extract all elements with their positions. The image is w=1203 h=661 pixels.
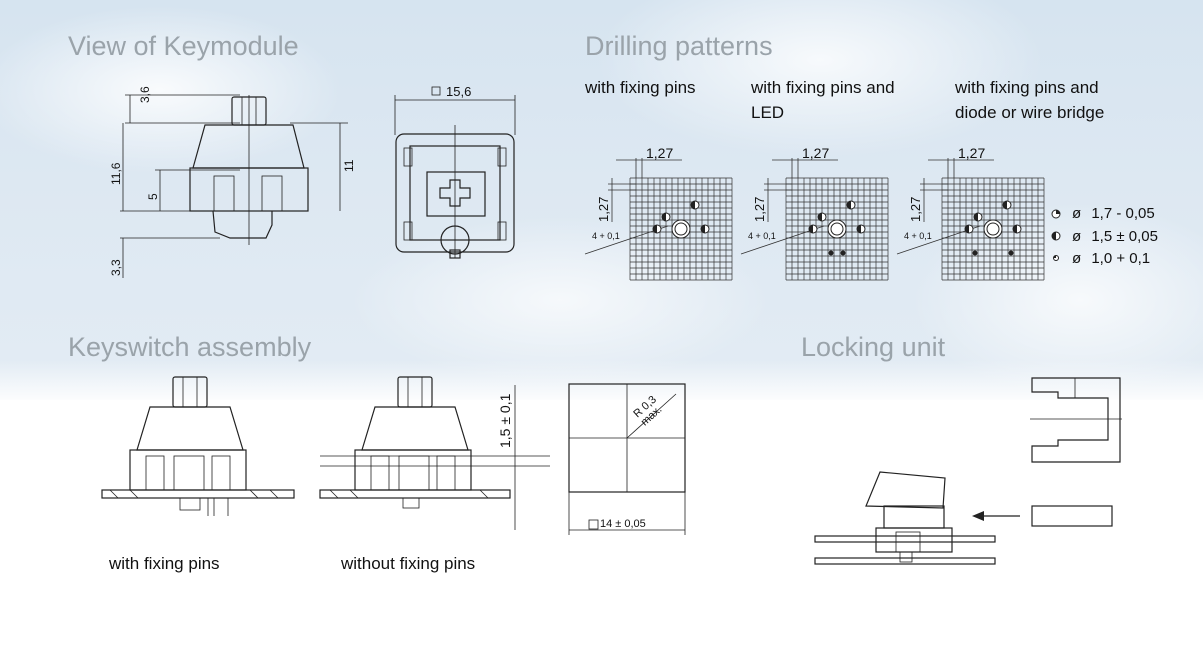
cutout-size-dim: 14 ± 0,05 [600,518,646,530]
locking-unit-drawing [814,377,1122,565]
locking-title: Locking unit [801,332,946,362]
drill-caption-3: with fixing pins and diode or wire bridg… [955,78,1105,122]
plate-thickness-dim: 1,5 ± 0,1 [497,393,513,448]
legend-value: 1,7 - 0,05 [1091,205,1155,222]
legend-value: 1,0 + 0,1 [1091,250,1151,267]
legend-row-2: ø 1,5 ± 0,05 [1072,228,1158,245]
drill-grid-2 [740,158,889,281]
drill-caption-1: with fixing pins [585,78,696,97]
background-fade [0,360,1203,405]
legend-symbol: ø [1072,250,1082,267]
offset-3: 4 + 0,1 [904,231,932,241]
assembly-caption-left: with fixing pins [109,554,220,573]
switch-with-pins [101,376,295,516]
background-sky [0,0,1203,400]
grid-spacing-1: 1,27 [646,145,674,161]
legend-row-3: ø 1,0 + 0,1 [1072,250,1150,267]
panel-cutout [568,383,686,535]
drill-grid-1 [584,158,733,281]
drill-grid-3 [896,158,1045,281]
assembly-title: Keyswitch assembly [68,332,312,362]
offset-1: 4 + 0,1 [592,231,620,241]
drilling-title: Drilling patterns [585,31,773,61]
grid-spacing-2: 1,27 [802,145,830,161]
offset-2: 4 + 0,1 [748,231,776,241]
legend-symbol: ø [1072,205,1082,222]
grid-spacing-3: 1,27 [958,145,986,161]
legend-symbol: ø [1072,228,1082,245]
drill-caption-2: with fixing pins and LED [751,78,895,122]
legend-row-1: ø 1,7 - 0,05 [1072,205,1155,222]
legend-value: 1,5 ± 0,05 [1091,228,1158,245]
assembly-caption-right: without fixing pins [341,554,476,573]
switch-without-pins [319,376,550,530]
keymodule-title: View of Keymodule [68,31,299,61]
dim-width: 15,6 [446,84,472,99]
